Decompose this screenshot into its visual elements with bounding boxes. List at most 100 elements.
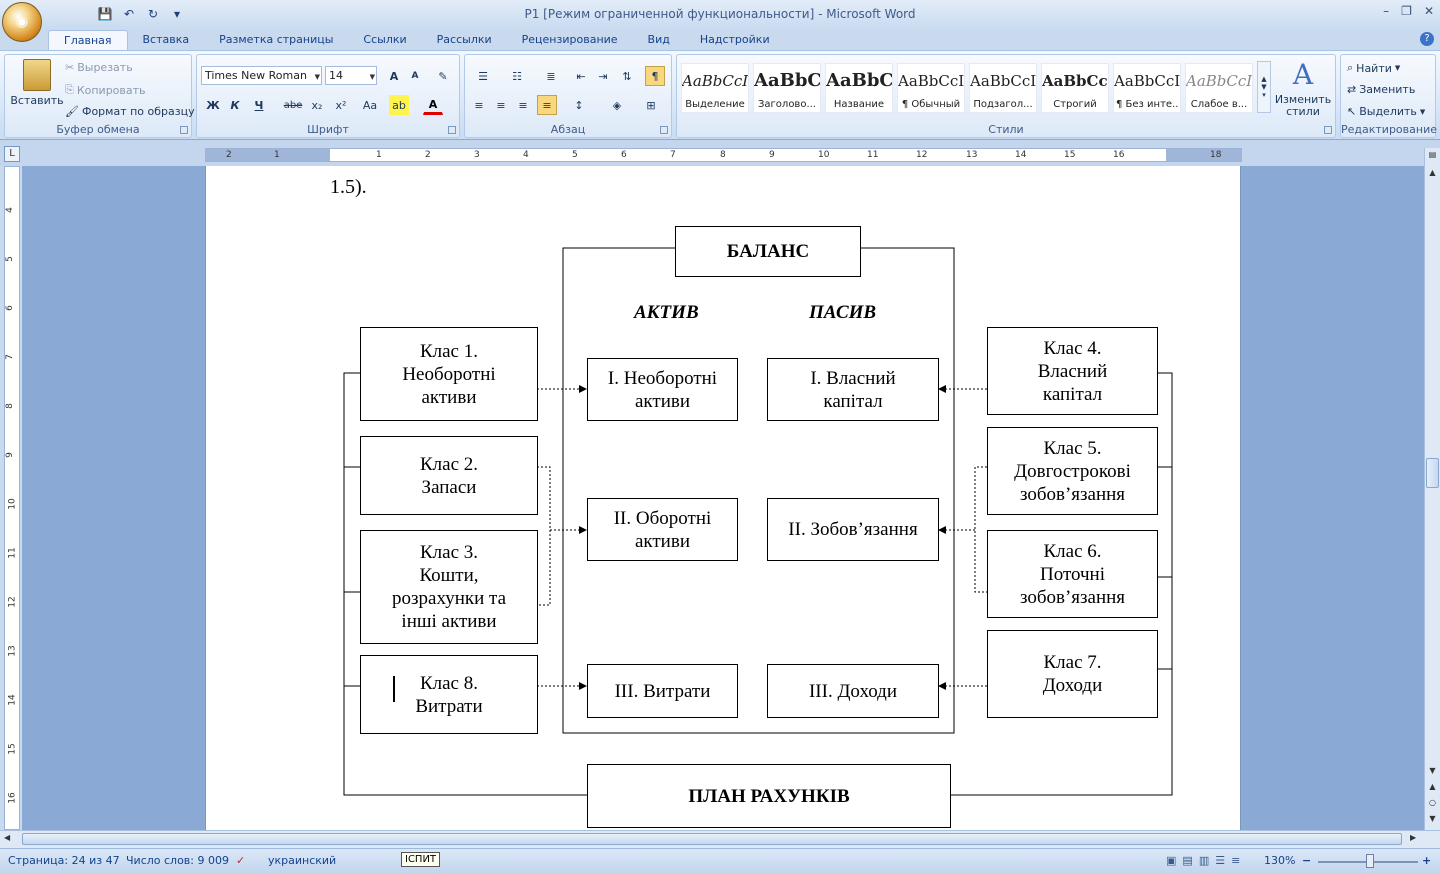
highlight-button[interactable]: ab [389,95,409,115]
clipboard-launcher[interactable] [180,126,188,134]
vertical-scroll-thumb[interactable] [1426,458,1439,488]
redo-icon[interactable]: ↻ [147,7,159,21]
subscript-button[interactable]: x₂ [311,98,323,112]
shrink-font-button[interactable]: A [411,71,419,81]
zoom-out-icon[interactable]: − [1302,854,1312,867]
tab-selector[interactable]: L [4,146,20,162]
bullets-button[interactable]: ☰ [469,66,497,86]
tab-insert[interactable]: Вставка [142,33,190,46]
ruler-tick: 16 [7,792,18,804]
decrease-indent-button[interactable]: ⇤ [571,66,591,86]
strike-button[interactable]: abe [283,99,303,111]
select-button[interactable]: ↖Выделить▼ [1347,105,1426,118]
change-case-button[interactable]: Aa [362,98,378,112]
align-center-button[interactable]: ≡ [491,95,511,115]
vertical-scrollbar[interactable]: ▤ ▲ ▼ ▲ ○ ▼ [1424,148,1440,830]
numbering-button[interactable]: ☷ [503,66,531,86]
restore-button[interactable]: ❐ [1401,4,1412,18]
font-color-button[interactable]: A [423,95,443,115]
outline-icon[interactable]: ☰ [1215,854,1232,867]
increase-indent-button[interactable]: ⇥ [593,66,613,86]
tab-references[interactable]: Ссылки [363,33,407,46]
zoom-in-icon[interactable]: + [1422,854,1432,867]
tab-page-layout[interactable]: Разметка страницы [219,33,334,46]
ruler-toggle-icon[interactable]: ▤ [1428,150,1437,159]
styles-launcher[interactable] [1324,126,1332,134]
scroll-down-icon[interactable]: ▼ [1429,766,1436,775]
vertical-ruler[interactable]: 4567891011121314151617 [4,166,20,853]
align-right-button[interactable]: ≡ [513,95,533,115]
office-button[interactable]: ◉ [2,2,42,42]
shading-button[interactable]: ◈ [603,95,631,115]
tab-addins[interactable]: Надстройки [699,33,770,46]
print-layout-icon[interactable]: ▣ [1166,854,1183,867]
zoom-level[interactable]: 130% [1264,854,1296,867]
scroll-right-icon[interactable]: ▶ [1410,833,1417,842]
font-launcher[interactable] [448,126,456,134]
customize-qat-icon[interactable]: ▾ [173,7,181,21]
word-count[interactable]: Число слов: 9 009 [126,854,229,867]
horizontal-scroll-thumb[interactable] [22,833,1402,845]
minimize-button[interactable]: – [1383,4,1390,18]
right-margin-area [1166,149,1241,161]
replace-button[interactable]: ⇄Заменить [1347,83,1416,96]
save-icon[interactable]: 💾 [97,7,113,21]
tab-home[interactable]: Главная [48,30,128,50]
clear-format-button[interactable]: ✎ [438,69,448,83]
styles-a-icon: A [1292,58,1314,91]
font-family-field[interactable]: Times New Roman▼ [201,66,322,85]
line-spacing-button[interactable]: ↕ [565,95,593,115]
full-screen-icon[interactable]: ▤ [1182,854,1199,867]
scroll-up-icon[interactable]: ▲ [1429,168,1436,177]
zoom-slider-handle[interactable] [1366,854,1374,868]
spelling-icon[interactable]: ✓ [236,854,246,867]
draft-icon[interactable]: ≡ [1231,854,1247,867]
paragraph-launcher[interactable] [660,126,668,134]
tab-review[interactable]: Рецензирование [521,33,618,46]
italic-button[interactable]: К [230,98,240,112]
grow-font-button[interactable]: A [389,69,399,83]
change-styles-button[interactable]: A Изменить стили [1274,58,1332,118]
show-marks-button[interactable]: ¶ [645,66,665,86]
next-page-icon[interactable]: ▼ [1429,814,1436,823]
page-indicator[interactable]: Страница: 24 из 47 [8,854,120,867]
multilevel-button[interactable]: ≣ [537,66,565,86]
tab-view[interactable]: Вид [647,33,670,46]
underline-button[interactable]: Ч [254,98,264,112]
browse-object-icon[interactable]: ○ [1429,798,1436,807]
find-button[interactable]: ⌕Найти▼ [1347,61,1401,75]
view-buttons[interactable]: ▣▤▥☰≡ [1166,854,1246,867]
copy-button[interactable]: ⎘Копировать [65,83,146,97]
sort-button[interactable]: ⇅ [617,66,637,86]
undo-icon[interactable]: ↶ [123,7,135,21]
borders-button[interactable]: ⊞ [637,95,665,115]
close-button[interactable]: ✕ [1423,4,1434,18]
superscript-button[interactable]: x² [335,98,347,112]
justify-button[interactable]: ≡ [537,95,557,115]
tab-mailings[interactable]: Рассылки [436,33,492,46]
prev-page-icon[interactable]: ▲ [1429,782,1436,791]
font-size-field[interactable]: 14▼ [325,66,377,85]
web-layout-icon[interactable]: ▥ [1198,854,1216,867]
page[interactable]: 1.5). [205,166,1241,830]
align-left-button[interactable]: ≡ [469,95,489,115]
horizontal-scrollbar[interactable]: ◀ ▶ [0,830,1440,848]
bold-button[interactable]: Ж [206,98,220,112]
cut-button[interactable]: ✂Вырезать [65,61,133,74]
styles-scroll[interactable]: ▲▼▾ [1257,61,1271,113]
format-painter-button[interactable]: 🖌Формат по образцу [65,105,195,118]
language-indicator[interactable]: украинский [268,854,337,867]
paste-button[interactable]: Вставить [9,59,65,107]
scroll-left-icon[interactable]: ◀ [4,833,11,842]
style-normal[interactable]: AaBbCcI¶ Обычный [897,63,965,113]
style-no-spacing[interactable]: AaBbCcI¶ Без инте... [1113,63,1181,113]
chevron-up-icon: ▲ [1261,75,1267,83]
help-icon[interactable]: ? [1420,32,1434,46]
